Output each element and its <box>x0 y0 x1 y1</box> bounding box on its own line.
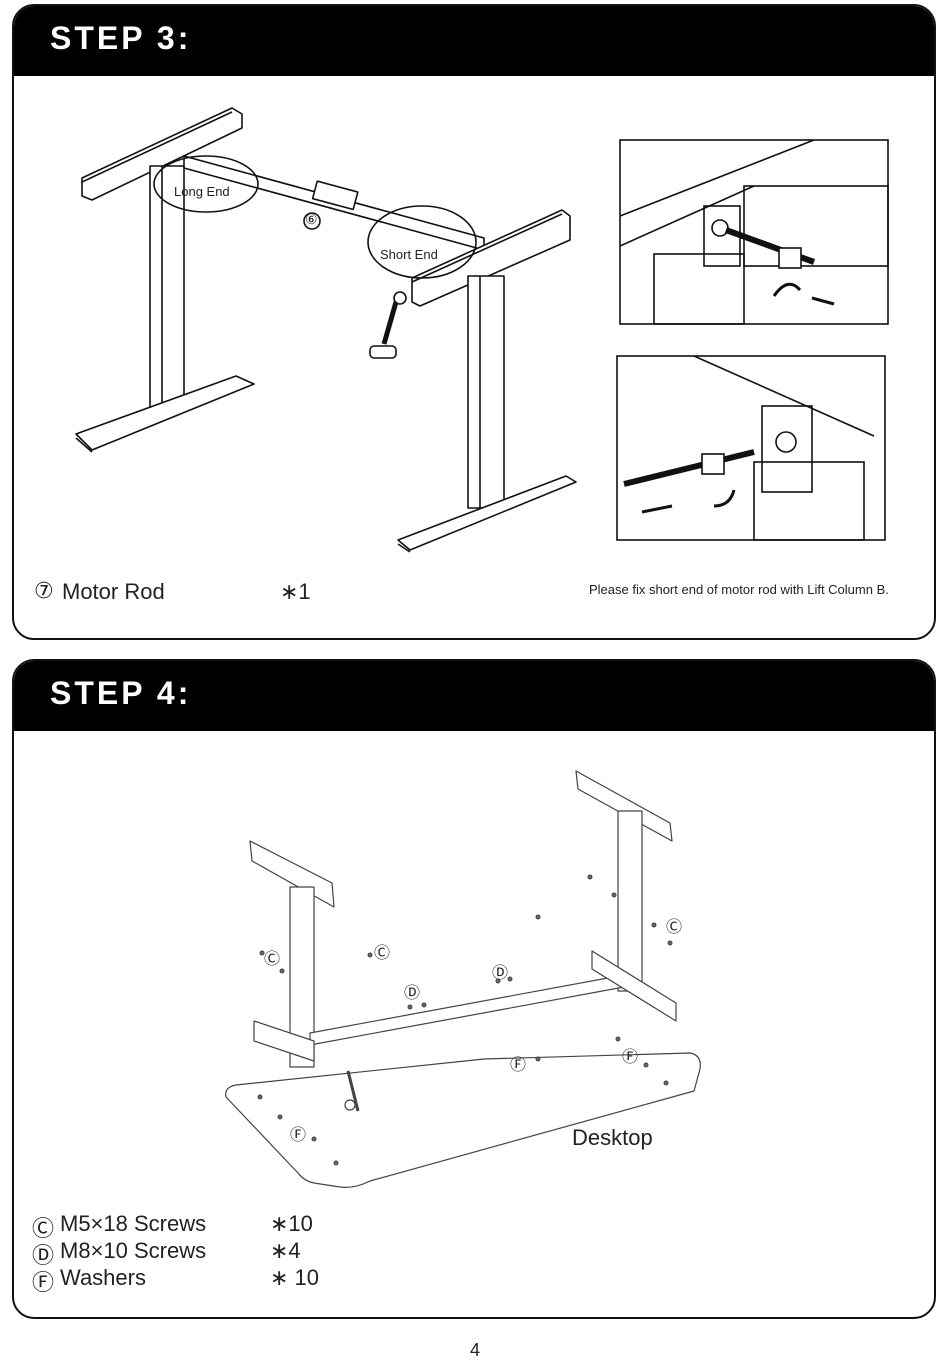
parts-list-qty: ∗10 <box>270 1211 313 1236</box>
callout-f-3: Ⓕ <box>290 1125 307 1144</box>
step4-panel: STEP 4: <box>12 659 936 1319</box>
callout-c-3: Ⓒ <box>666 917 683 936</box>
motor-rod-marker: ⑦ <box>34 579 54 604</box>
parts-list-qty: ∗ 10 <box>270 1265 320 1290</box>
callout-d-2: Ⓓ <box>492 963 509 982</box>
step3-title: STEP 3: <box>50 20 192 56</box>
step3-panel: STEP 3: <box>12 4 936 640</box>
parts-list-marker: Ⓒ <box>32 1217 55 1242</box>
callout-f-1: Ⓕ <box>510 1055 527 1074</box>
long-end-label: Long End <box>174 184 230 199</box>
desk-frame-illustration <box>75 107 889 553</box>
parts-list-name: M5×18 Screws <box>60 1211 207 1236</box>
motor-rod-qty: ∗1 <box>280 579 311 604</box>
callout-d-1: Ⓓ <box>404 983 421 1002</box>
parts-list-qty: ∗4 <box>270 1238 301 1263</box>
callout-c-1: Ⓒ <box>264 949 281 968</box>
parts-list-name: M8×10 Screws <box>60 1238 207 1263</box>
part-six-marker: ⑥ <box>305 212 318 228</box>
short-end-label: Short End <box>380 247 438 262</box>
step4-header: STEP 4: <box>14 661 934 731</box>
motor-rod-name: Motor Rod <box>62 579 165 604</box>
parts-list-name: Washers <box>60 1265 146 1290</box>
callout-f-2: Ⓕ <box>622 1047 639 1066</box>
step4-title: STEP 4: <box>50 675 192 711</box>
page-number: 4 <box>469 1340 480 1360</box>
parts-list-marker: Ⓕ <box>32 1271 55 1296</box>
desktop-label: Desktop <box>572 1125 653 1150</box>
callout-c-2: Ⓒ <box>374 943 391 962</box>
parts-list-marker: Ⓓ <box>32 1244 55 1269</box>
part-six-marker-text: ⑥ <box>305 212 318 228</box>
step3-note: Please fix short end of motor rod with L… <box>589 582 889 597</box>
step3-header: STEP 3: <box>14 6 934 76</box>
desktop-assembly-illustration <box>225 770 701 1188</box>
